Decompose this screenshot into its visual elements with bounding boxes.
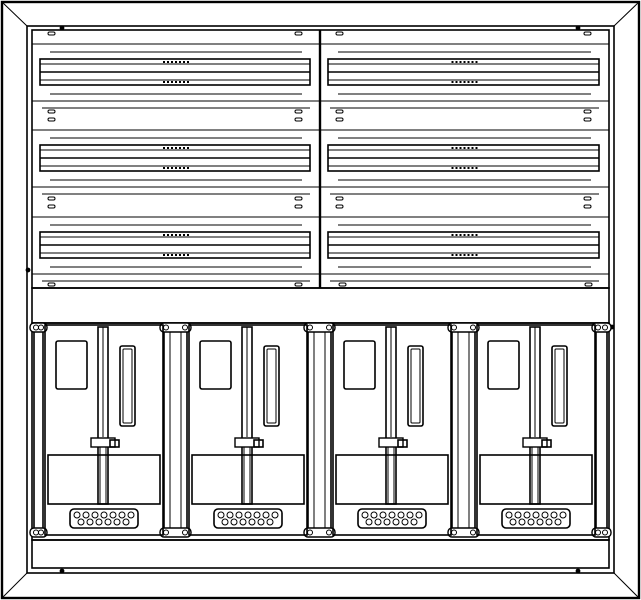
terminal-cover bbox=[191, 454, 305, 505]
inspection-window bbox=[487, 340, 520, 390]
meter-bay-1 bbox=[44, 324, 164, 536]
rail-clamp bbox=[378, 437, 404, 448]
rail-module-c2-r2 bbox=[320, 109, 609, 195]
rail-module-c2-r1 bbox=[320, 31, 609, 109]
rail-clamp bbox=[234, 437, 260, 448]
cover-strip bbox=[31, 287, 610, 324]
terminal-cover bbox=[335, 454, 449, 505]
bay-panel bbox=[188, 324, 308, 536]
support-post bbox=[591, 322, 612, 538]
rail-module-c1-r1 bbox=[32, 31, 320, 109]
terminal-cover bbox=[479, 454, 593, 505]
bottom-strip bbox=[31, 539, 610, 569]
sight-slot bbox=[551, 345, 568, 427]
upper-section bbox=[31, 29, 610, 289]
meter-bay-2 bbox=[188, 324, 308, 536]
inspection-window bbox=[343, 340, 376, 390]
terminal-block bbox=[357, 508, 427, 529]
support-post bbox=[447, 322, 480, 538]
rail-clamp bbox=[90, 437, 116, 448]
lower-section bbox=[29, 322, 612, 569]
rail-module-c2-r3 bbox=[320, 196, 609, 282]
inspection-window bbox=[55, 340, 88, 390]
support-post bbox=[303, 322, 336, 538]
sight-slot bbox=[119, 345, 136, 427]
rail-clamp bbox=[522, 437, 548, 448]
support-post bbox=[159, 322, 192, 538]
rail-module-c1-r3 bbox=[32, 196, 320, 282]
bay-panel bbox=[476, 324, 596, 536]
sight-slot bbox=[407, 345, 424, 427]
meter-bay-3 bbox=[332, 324, 452, 536]
bay-panel bbox=[332, 324, 452, 536]
inspection-window bbox=[199, 340, 232, 390]
support-post bbox=[29, 322, 48, 538]
sight-slot bbox=[263, 345, 280, 427]
rail-module-c1-r2 bbox=[32, 109, 320, 195]
bay-panel bbox=[44, 324, 164, 536]
terminal-block bbox=[69, 508, 139, 529]
terminal-block bbox=[213, 508, 283, 529]
terminal-block bbox=[501, 508, 571, 529]
terminal-cover bbox=[47, 454, 161, 505]
meter-bay-4 bbox=[476, 324, 596, 536]
